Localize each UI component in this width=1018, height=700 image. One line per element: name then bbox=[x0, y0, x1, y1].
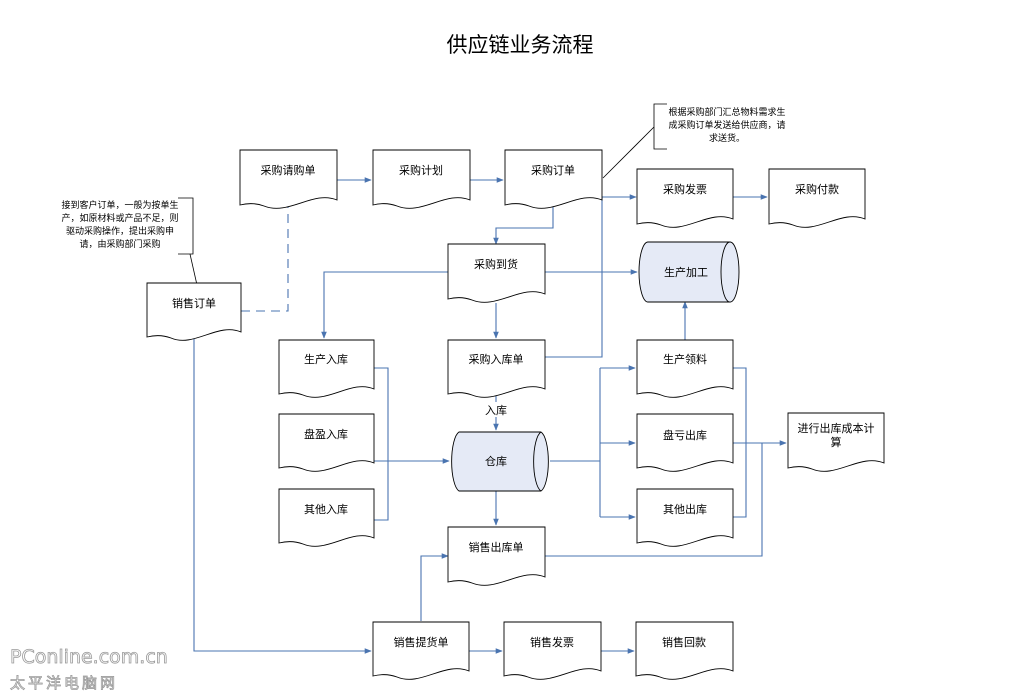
page-title: 供应链业务流程 bbox=[447, 33, 594, 57]
edge-left-bus bbox=[374, 367, 389, 521]
edge-arrival-to-production-in bbox=[321, 271, 448, 339]
edge-label-bg bbox=[481, 402, 511, 417]
node-purchase-payment-label: 采购付款 bbox=[795, 182, 839, 196]
watermark-line-2: 太平洋电脑网 bbox=[10, 674, 118, 692]
node-sales-receipt-label: 销售回款 bbox=[662, 635, 706, 649]
node-sales-receipt[interactable]: 销售回款 bbox=[635, 621, 734, 680]
node-production-processing-label: 生产加工 bbox=[664, 265, 708, 279]
node-inventory-gain-in-label: 盘盈入库 bbox=[304, 427, 348, 441]
node-sales-out-slip-label: 销售出库单 bbox=[469, 540, 524, 554]
node-purchase-plan-label: 采购计划 bbox=[399, 163, 443, 177]
node-warehouse-label: 仓库 bbox=[485, 454, 507, 468]
node-delivery-slip-label: 销售提货单 bbox=[394, 635, 449, 649]
node-cost-calculation-label-1: 进行出库成本计 bbox=[798, 421, 875, 435]
node-sales-order[interactable]: 销售订单 bbox=[146, 282, 242, 341]
node-delivery-slip[interactable]: 销售提货单 bbox=[372, 621, 470, 680]
node-production-picking-label: 生产领料 bbox=[663, 352, 707, 366]
sales-note-bracket bbox=[178, 197, 194, 255]
node-inventory-loss-out[interactable]: 盘亏出库 bbox=[636, 413, 734, 472]
node-cost-calculation-label-2: 算 bbox=[831, 435, 842, 449]
purchase-note-bracket bbox=[653, 103, 667, 150]
node-purchase-arrival[interactable]: 采购到货 bbox=[447, 243, 546, 303]
sales-note-leader bbox=[189, 253, 198, 286]
node-purchase-order[interactable]: 采购订单 bbox=[504, 149, 603, 209]
node-purchase-invoice[interactable]: 采购发票 bbox=[636, 168, 734, 228]
node-sales-invoice[interactable]: 销售发票 bbox=[503, 621, 602, 680]
node-purchase-invoice-label: 采购发票 bbox=[663, 182, 707, 196]
sales-note-line-1: 接到客户订单，一般为按单生 bbox=[61, 199, 178, 211]
edge-sales-to-delivery bbox=[193, 330, 372, 654]
edge-delivery-to-sales-out bbox=[420, 553, 449, 621]
node-purchase-in-slip[interactable]: 采购入库单 bbox=[447, 339, 546, 398]
purchase-note-line-1: 根据采购部门汇总物料需求生 bbox=[668, 106, 785, 118]
node-other-out[interactable]: 其他出库 bbox=[636, 488, 734, 547]
node-purchase-plan[interactable]: 采购计划 bbox=[372, 149, 471, 209]
node-sales-invoice-label: 销售发票 bbox=[530, 635, 574, 649]
edge-in-slip-to-invoice bbox=[545, 194, 637, 358]
purchase-note: 根据采购部门汇总物料需求生 成采购订单发送给供应商，请 求送货。 bbox=[602, 103, 786, 179]
node-production-processing[interactable]: 生产加工 bbox=[638, 241, 740, 303]
node-purchase-payment[interactable]: 采购付款 bbox=[768, 168, 866, 228]
edge-order-to-arrival bbox=[493, 205, 554, 245]
node-production-in[interactable]: 生产入库 bbox=[278, 339, 375, 398]
purchase-note-line-2: 成采购订单发送给供应商，请 bbox=[668, 119, 785, 131]
sales-note-line-3: 驱动采购操作，提出采购申 bbox=[66, 225, 174, 237]
sales-note: 接到客户订单，一般为按单生 产，如原材料或产品不足，则 驱动采购操作，提出采购申… bbox=[61, 197, 198, 286]
sales-note-line-4: 请，由采购部门采购 bbox=[79, 238, 160, 250]
watermark: PConline.com.cn 太平洋电脑网 bbox=[10, 646, 169, 693]
node-other-out-label: 其他出库 bbox=[663, 502, 707, 516]
node-purchase-in-slip-label: 采购入库单 bbox=[469, 352, 524, 366]
purchase-note-leader bbox=[602, 126, 655, 179]
node-purchase-request-label: 采购请购单 bbox=[261, 163, 316, 177]
purchase-note-line-3: 求送货。 bbox=[709, 132, 745, 144]
node-sales-order-label: 销售订单 bbox=[172, 296, 216, 310]
node-inventory-gain-in[interactable]: 盘盈入库 bbox=[278, 413, 375, 472]
node-other-in-label: 其他入库 bbox=[304, 503, 348, 516]
edge-sales-to-request bbox=[241, 197, 291, 312]
node-purchase-arrival-label: 采购到货 bbox=[474, 257, 518, 271]
node-purchase-order-label: 采购订单 bbox=[531, 163, 575, 177]
node-inventory-loss-out-label: 盘亏出库 bbox=[663, 428, 707, 442]
edge-sales-out-to-cost bbox=[545, 443, 763, 557]
node-production-picking[interactable]: 生产领料 bbox=[636, 339, 734, 398]
connectors bbox=[193, 177, 787, 654]
edge-label-into-warehouse: 入库 bbox=[485, 404, 507, 417]
watermark-line-1: PConline.com.cn bbox=[10, 646, 168, 668]
sales-note-line-2: 产，如原材料或产品不足，则 bbox=[61, 212, 178, 224]
node-purchase-request[interactable]: 采购请购单 bbox=[239, 149, 338, 209]
node-sales-out-slip[interactable]: 销售出库单 bbox=[447, 526, 546, 586]
node-production-in-label: 生产入库 bbox=[304, 352, 348, 366]
node-cost-calculation[interactable]: 进行出库成本计 算 bbox=[787, 412, 885, 472]
node-other-in[interactable]: 其他入库 bbox=[278, 488, 375, 547]
node-warehouse[interactable]: 仓库 bbox=[451, 431, 549, 492]
